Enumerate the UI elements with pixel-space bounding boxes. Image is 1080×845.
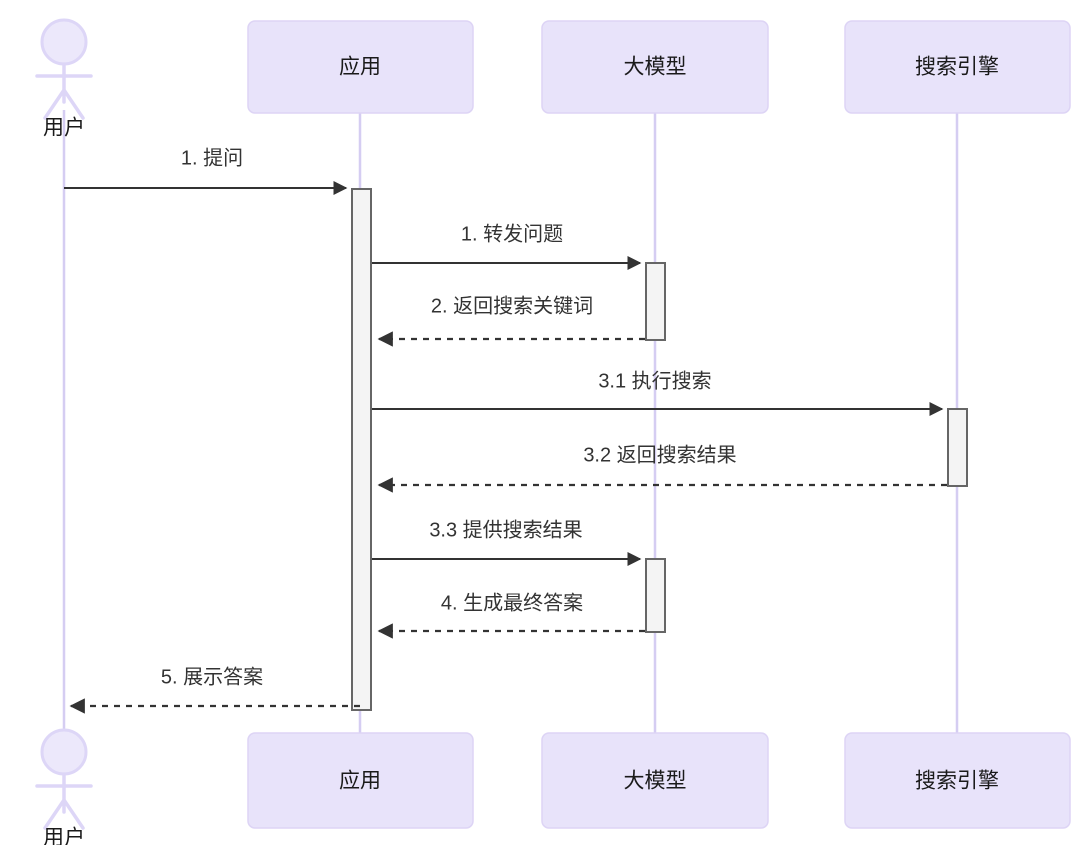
participant-label-app-bottom: 应用 xyxy=(339,770,381,793)
message-8[interactable]: 5. 展示答案 xyxy=(69,665,360,714)
participant-label-app-top: 应用 xyxy=(339,56,381,79)
actor-head-icon-bottom xyxy=(40,728,88,776)
participant-search-bottom[interactable]: 搜索引擎 xyxy=(844,732,1071,829)
participant-box-app-bottom xyxy=(247,732,474,829)
participant-box-search-bottom xyxy=(844,732,1071,829)
actor-user-top[interactable]: 用户 xyxy=(35,18,93,140)
participant-llm-top[interactable]: 大模型 xyxy=(541,20,769,114)
message-label-2: 1. 转发问题 xyxy=(461,222,563,245)
top-participant-headers: 用户 应用 大模型 搜索引擎 xyxy=(35,18,1071,140)
participant-label-search-bottom: 搜索引擎 xyxy=(915,770,999,793)
participant-box-app-top xyxy=(247,20,474,114)
activation-bars-group xyxy=(351,188,968,711)
message-label-6: 3.3 提供搜索结果 xyxy=(429,518,582,541)
messages-group: 1. 提问 1. 转发问题 app (dashed) --> 2. 返回搜索关键… xyxy=(64,146,947,714)
actor-user-bottom[interactable]: 用户 xyxy=(35,728,93,845)
activation-bar-search xyxy=(947,408,968,487)
activation-bar-llm-2 xyxy=(645,558,666,633)
actor-body-icon xyxy=(35,62,93,120)
message-label-5: 3.2 返回搜索结果 xyxy=(583,443,736,466)
actor-head-icon xyxy=(40,18,88,66)
message-label-3: 2. 返回搜索关键词 xyxy=(431,294,593,317)
participant-box-search-top xyxy=(844,20,1071,114)
message-5[interactable]: 3.2 返回搜索结果 xyxy=(377,443,947,493)
message-label-4: 3.1 执行搜索 xyxy=(598,369,711,392)
participant-label-search-top: 搜索引擎 xyxy=(915,56,999,79)
message-1[interactable]: 1. 提问 xyxy=(64,146,348,195)
participant-llm-bottom[interactable]: 大模型 xyxy=(541,732,769,829)
message-2[interactable]: 1. 转发问题 xyxy=(372,222,642,270)
message-label-7: 4. 生成最终答案 xyxy=(441,591,583,614)
message-3[interactable]: 2. 返回搜索关键词 xyxy=(377,294,645,347)
activation-bar-llm-1 xyxy=(645,262,666,341)
actor-label-user-top: 用户 xyxy=(43,117,85,140)
message-7[interactable]: 4. 生成最终答案 xyxy=(377,591,645,639)
participant-search-top[interactable]: 搜索引擎 xyxy=(844,20,1071,114)
participant-box-llm-bottom xyxy=(541,732,769,829)
activation-bar-app xyxy=(351,188,372,711)
message-label-1: 1. 提问 xyxy=(181,146,243,169)
message-label-8: 5. 展示答案 xyxy=(161,665,263,688)
participant-box-llm-top xyxy=(541,20,769,114)
participant-app-top[interactable]: 应用 xyxy=(247,20,474,114)
participant-label-llm-top: 大模型 xyxy=(624,56,687,79)
actor-body-icon-bottom xyxy=(35,772,93,830)
message-4[interactable]: 3.1 执行搜索 xyxy=(372,369,944,416)
lifelines-group xyxy=(62,110,959,735)
bottom-participant-headers: 用户 应用 大模型 搜索引擎 xyxy=(35,728,1071,845)
participant-app-bottom[interactable]: 应用 xyxy=(247,732,474,829)
message-6[interactable]: 3.3 提供搜索结果 xyxy=(372,518,642,566)
participant-label-llm-bottom: 大模型 xyxy=(624,770,687,793)
actor-label-user-bottom: 用户 xyxy=(43,827,85,845)
